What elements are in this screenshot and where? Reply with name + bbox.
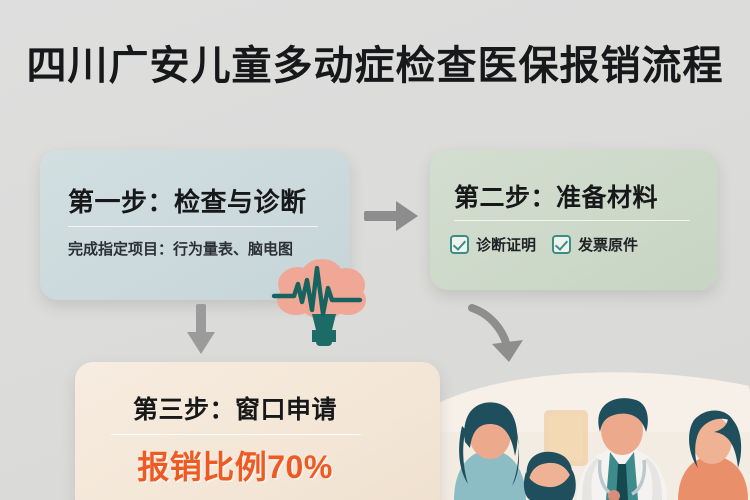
figure-doctor [577,398,667,500]
step-1-card: 第一步：检查与诊断 完成指定项目：行为量表、脑电图 [40,150,350,300]
step-3-title: 第三步：窗口申请 [132,396,337,424]
arrow-step2-to-illustration [468,304,523,362]
checklist-item-invoice[interactable]: 发票原件 [552,234,638,255]
figure-child [523,451,576,500]
figure-woman [678,410,748,500]
checklist-label-invoice: 发票原件 [578,237,639,254]
checklist-label-diagnosis: 诊断证明 [476,237,537,254]
checklist-item-diagnosis[interactable]: 诊断证明 [450,234,536,255]
step-2-card: 第二步：准备材料 诊断证明 发票原件 [430,150,718,290]
step-2-title: 第二步：准备材料 [454,184,659,212]
step-2-checklist: 诊断证明 发票原件 [450,234,638,255]
figure-mother [454,402,526,500]
step-1-subtitle: 完成指定项目：行为量表、脑电图 [68,241,294,258]
doctor-family-illustration [432,372,750,500]
checkbox-checked-icon[interactable] [450,235,469,254]
step-3-card: 第三步：窗口申请 报销比例70% [75,362,440,500]
arrow-step1-to-step3 [187,304,215,354]
step-1-divider [68,226,318,227]
checkbox-checked-icon[interactable] [552,235,572,254]
step-1-title: 第一步：检查与诊断 [68,187,307,217]
reimbursement-rate-highlight: 报销比例70% [137,449,333,485]
step-3-divider [111,434,361,435]
page-title: 四川广安儿童多动症检查医保报销流程 [26,44,724,88]
arrow-step1-to-step2 [364,201,418,231]
step-2-divider [454,220,690,221]
